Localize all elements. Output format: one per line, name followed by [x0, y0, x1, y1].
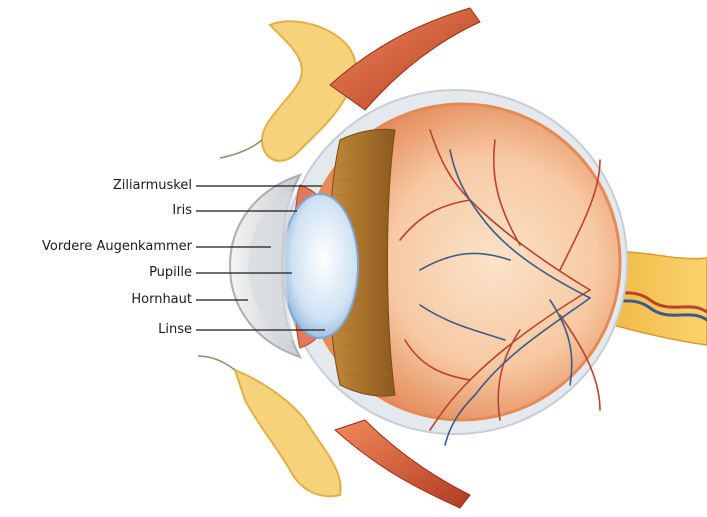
lens [282, 194, 358, 338]
label-ciliary-muscle: Ziliarmuskel [113, 178, 192, 194]
label-iris: Iris [172, 203, 192, 219]
label-lens: Linse [158, 322, 192, 338]
lower-skin [198, 356, 235, 370]
label-anterior-chamber: Vordere Augenkammer [42, 239, 192, 255]
label-pupil: Pupille [149, 265, 192, 281]
upper-skin [220, 140, 262, 158]
label-cornea: Hornhaut [131, 292, 192, 308]
lower-bone [235, 370, 341, 496]
